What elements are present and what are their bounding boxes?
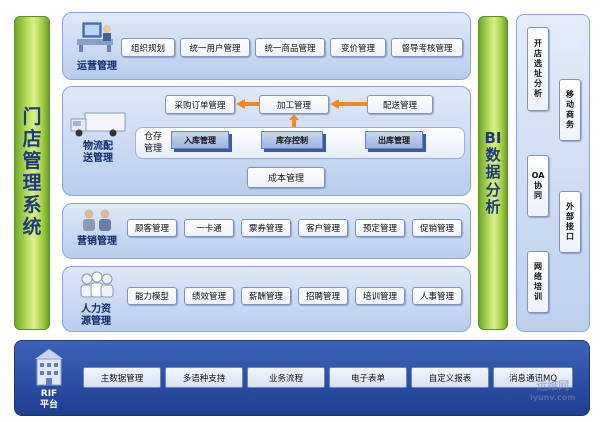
- processing-mgmt-box: 加工管理: [259, 95, 329, 114]
- rif-platform-panel: RIF 平台 主数据管理 多语种支持 业务流程 电子表单 自定义报表 消息通讯M…: [14, 340, 590, 416]
- voucher-mgmt-box: 票券管理: [241, 219, 291, 237]
- training-mgmt-box: 培训管理: [355, 287, 405, 305]
- client-mgmt-box: 客户管理: [298, 219, 348, 237]
- flow-arrow-left-icon: [236, 99, 260, 109]
- recruitment-mgmt-box: 招聘管理: [298, 287, 348, 305]
- outbound-mgmt-box: 出库管理: [365, 131, 423, 149]
- unified-user-mgmt-box: 统一用户管理: [180, 38, 250, 57]
- purchase-order-mgmt-box: 采购订单管理: [165, 95, 235, 114]
- payroll-mgmt-box: 薪酬管理: [241, 287, 291, 305]
- watermark-text: 运维网 iyunv.com: [530, 379, 576, 403]
- operations-panel: 运营管理 组织规划 统一用户管理 统一商品管理 变价管理 督导考核管理: [62, 12, 471, 80]
- one-card-box: 一卡通: [184, 219, 234, 237]
- store-management-system-bar: 门 店 管 理 系 统: [14, 16, 50, 330]
- rif-platform-label: RIF 平台: [39, 389, 58, 410]
- business-process-box: 业务流程: [247, 367, 325, 388]
- inventory-control-box: 库存控制: [261, 131, 323, 149]
- oa-collaboration-box: OA 协 同: [527, 155, 549, 217]
- online-training-box: 网 络 培 训: [527, 251, 549, 313]
- competency-model-box: 能力模型: [127, 287, 177, 305]
- distribution-mgmt-box: 配送管理: [367, 95, 433, 114]
- operations-label: 运营管理: [77, 61, 117, 72]
- customer-mgmt-box: 顾客管理: [127, 219, 177, 237]
- bi-analysis-bar: BI 数 据 分 析: [478, 16, 508, 330]
- multilanguage-support-box: 多语种支持: [165, 367, 243, 388]
- logistics-panel: 物流配 送管理 采购订单管理 加工管理 配送管理 仓存 管理 入库管理 库存控制…: [62, 86, 471, 196]
- unified-product-mgmt-box: 统一商品管理: [255, 38, 325, 57]
- external-interface-box: 外 部 接 口: [559, 191, 581, 253]
- mobile-commerce-box: 移 动 商 务: [559, 79, 581, 141]
- custom-report-box: 自定义报表: [411, 367, 489, 388]
- master-data-mgmt-box: 主数据管理: [83, 367, 161, 388]
- performance-mgmt-box: 绩效管理: [184, 287, 234, 305]
- hr-panel: 人力资 源管理 能力模型 绩效管理 薪酬管理 招聘管理 培训管理 人事管理: [62, 266, 471, 332]
- price-change-mgmt-box: 变价管理: [330, 38, 386, 57]
- personnel-mgmt-box: 人事管理: [412, 287, 462, 305]
- electronic-form-box: 电子表单: [329, 367, 407, 388]
- building-icon: [35, 349, 63, 386]
- booking-mgmt-box: 预定管理: [355, 219, 405, 237]
- extensions-panel: 开 店 选 址 分 析 OA 协 同 网 络 培 训 移 动 商 务 外 部 接…: [516, 14, 590, 332]
- marketing-label: 营销管理: [77, 236, 117, 247]
- office-worker-icon: [77, 22, 113, 52]
- inbound-mgmt-box: 入库管理: [171, 131, 229, 149]
- store-site-analysis-box: 开 店 选 址 分 析: [527, 27, 549, 111]
- flow-arrow-left-icon-2: [330, 99, 368, 109]
- flow-arrow-up-icon: [289, 114, 299, 127]
- cost-mgmt-box: 成本管理: [247, 167, 325, 188]
- marketing-panel: 营销管理 顾客管理 一卡通 票券管理 客户管理 预定管理 促销管理: [62, 203, 471, 259]
- storage-mgmt-label: 仓存 管理: [143, 132, 162, 154]
- people-group-icon: [80, 271, 114, 298]
- store-management-system-title: 门 店 管 理 系 统: [22, 106, 42, 238]
- bi-analysis-title: BI 数 据 分 析: [484, 128, 502, 216]
- logistics-label: 物流配 送管理: [83, 141, 113, 164]
- sales-people-icon: [83, 209, 111, 231]
- hr-label: 人力资 源管理: [81, 304, 111, 327]
- delivery-truck-icon: [70, 112, 126, 137]
- message-mq-box: 消息通讯MQ: [493, 367, 573, 388]
- supervision-assessment-box: 督导考核管理: [391, 38, 463, 57]
- org-planning-box: 组织规划: [121, 38, 175, 57]
- promotion-mgmt-box: 促销管理: [412, 219, 462, 237]
